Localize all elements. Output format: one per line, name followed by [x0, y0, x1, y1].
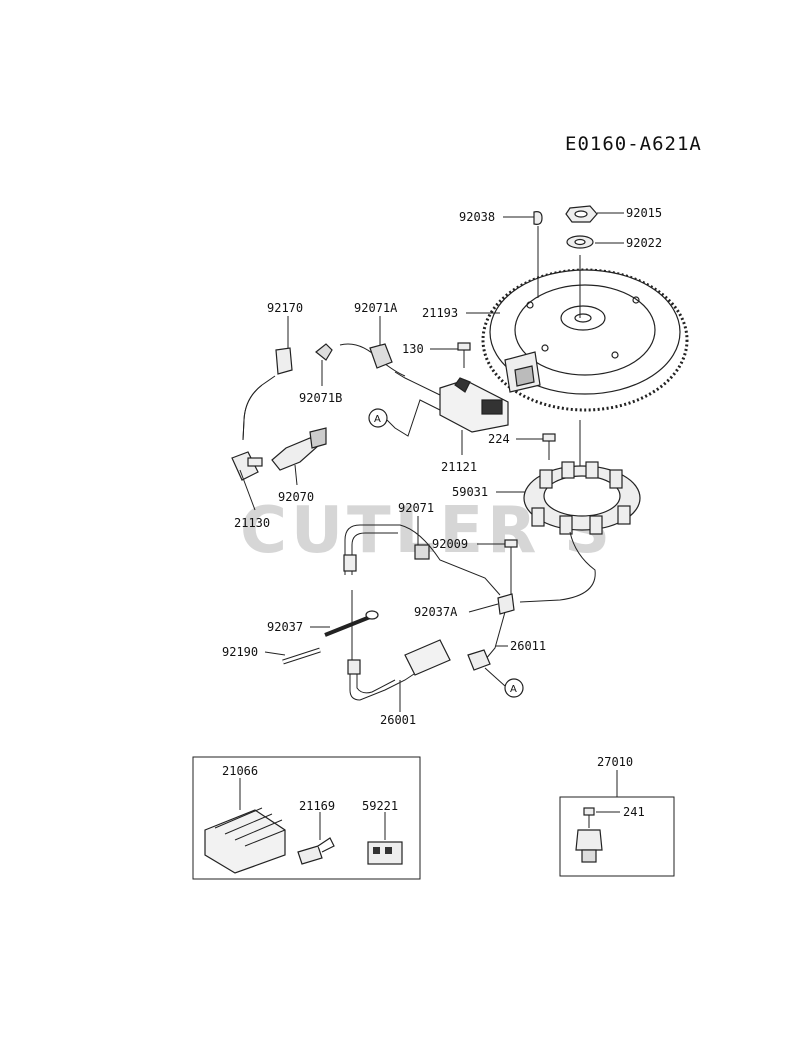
harness-drawing [343, 524, 501, 712]
label-92070: 92070 [278, 490, 314, 504]
label-92190: 92190 [222, 645, 258, 659]
label-92071B: 92071B [299, 391, 342, 405]
label-26011: 26011 [510, 639, 546, 653]
diagram-code: E0160-A621A [565, 133, 702, 155]
band-92037 [324, 610, 379, 637]
label-92037A: 92037A [414, 605, 458, 619]
label-92022: 92022 [626, 236, 662, 250]
label-92037: 92037 [267, 620, 303, 634]
clip-92071A [369, 343, 393, 369]
spark-plug-92070 [271, 427, 327, 486]
clamp-92170 [261, 347, 293, 386]
clip-92071B [315, 343, 333, 361]
label-21130: 21130 [234, 516, 270, 530]
label-241: 241 [623, 805, 645, 819]
label-92170: 92170 [267, 301, 303, 315]
reference-marker-a-upper: A [368, 399, 441, 437]
label-224: 224 [488, 432, 510, 446]
connector-59221 [367, 812, 403, 865]
washer-92022 [566, 235, 594, 249]
label-92071A: 92071A [354, 301, 398, 315]
nut-92015 [565, 205, 598, 223]
flywheel-drawing [481, 268, 689, 412]
tube-92190 [282, 647, 321, 665]
label-92009: 92009 [432, 537, 468, 551]
label-26001: 26001 [380, 713, 416, 727]
woodruff-key-92038 [533, 211, 543, 298]
reference-marker-a-lower: A [484, 667, 524, 698]
label-21066: 21066 [222, 764, 258, 778]
svg-text:A: A [374, 414, 381, 425]
lead-26011 [467, 611, 506, 671]
clamp-92037A [497, 593, 515, 615]
plug-cap-21130 [231, 451, 263, 511]
svg-text:A: A [510, 684, 517, 695]
label-92038: 92038 [459, 210, 495, 224]
regulator-21066 [204, 778, 286, 874]
bolt-130 [457, 342, 471, 368]
label-59221: 59221 [362, 799, 398, 813]
screw-224 [542, 433, 556, 460]
regulator-kit-box [192, 756, 421, 880]
terminal-21169 [297, 812, 335, 865]
label-21169: 21169 [299, 799, 335, 813]
label-59031: 59031 [452, 485, 488, 499]
label-21193: 21193 [422, 306, 458, 320]
oil-switch-27010 [575, 807, 620, 863]
stator-drawing [519, 461, 641, 603]
label-27010: 27010 [597, 755, 633, 769]
label-21121: 21121 [441, 460, 477, 474]
label-92015: 92015 [626, 206, 662, 220]
ignition-coil-drawing [339, 343, 509, 433]
label-92071: 92071 [398, 501, 434, 515]
label-130: 130 [402, 342, 424, 356]
